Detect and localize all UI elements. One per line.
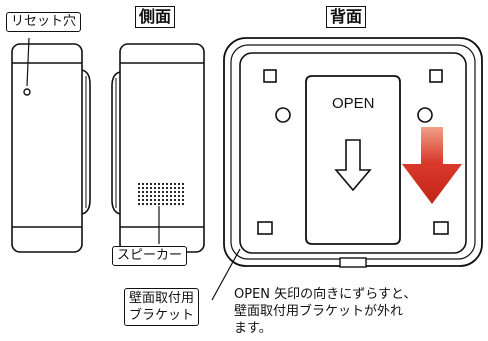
back-view-heading: 背面 (326, 6, 367, 28)
direction-arrow (402, 127, 462, 204)
screw-holes (275, 107, 433, 123)
caption-line-2: 壁面取付用ブラケットが外れ (234, 304, 404, 319)
speaker-grille (137, 182, 185, 206)
open-arrow (334, 139, 372, 192)
caption-line-1: OPEN 矢印の向きにずらすと、 (234, 287, 417, 302)
bottom-tab (339, 257, 367, 268)
side-view (111, 43, 205, 253)
side-view-heading: 側面 (135, 6, 176, 28)
reset-hole (23, 88, 31, 96)
back-view (223, 37, 483, 267)
bracket-label-line1: 壁面取付用 (129, 291, 195, 306)
open-label: OPEN (332, 95, 375, 112)
bracket-plate (305, 75, 401, 245)
bracket-leader (211, 248, 241, 301)
bracket-label: 壁面取付用 ブラケット (124, 288, 200, 326)
mounting-slots (257, 69, 449, 235)
speaker-label: スピーカー (112, 246, 188, 266)
bracket-label-line2: ブラケット (129, 308, 195, 323)
reset-hole-leader (26, 37, 30, 87)
reset-hole-label: リセット穴 (6, 12, 82, 32)
front-view (11, 43, 91, 253)
caption-line-3: ます。 (234, 321, 272, 336)
